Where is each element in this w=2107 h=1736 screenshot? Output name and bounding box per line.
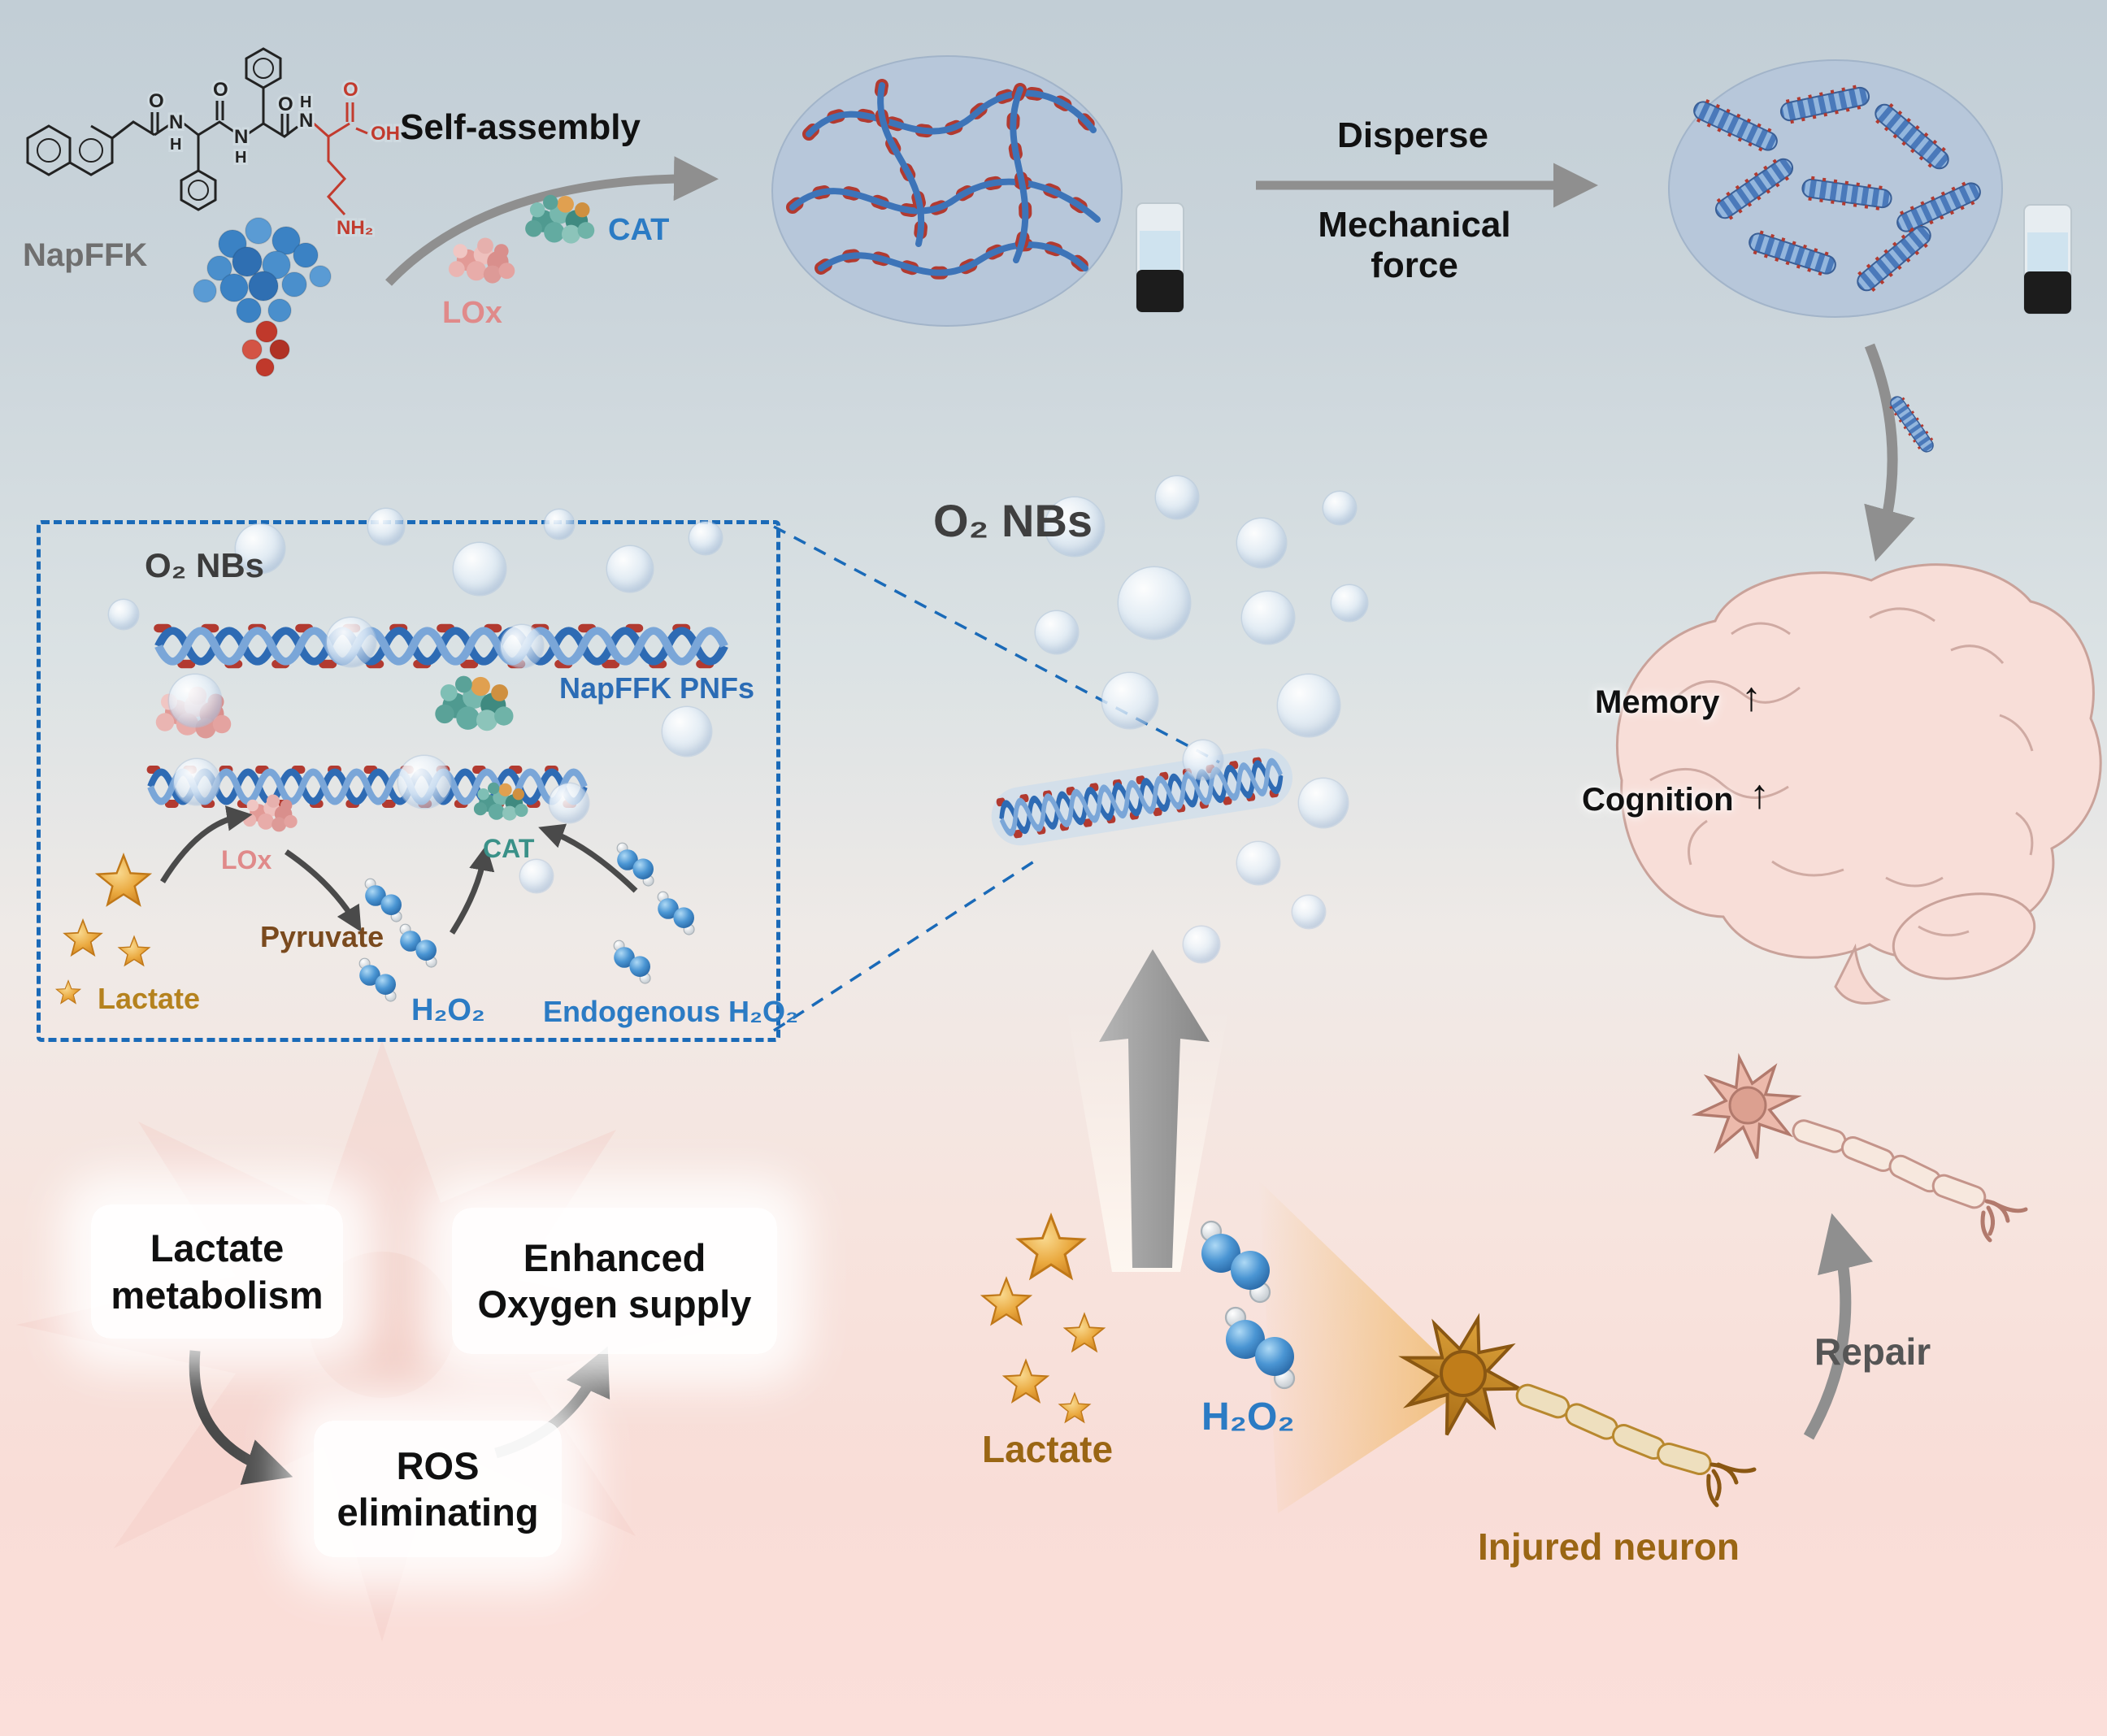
astrocyte-nucleus xyxy=(309,1252,455,1398)
o2-bubble xyxy=(520,860,553,892)
memory-up-arrow-icon: ↑ xyxy=(1741,674,1762,719)
o2-bubble xyxy=(1184,927,1219,962)
lactate-metabolism-box: Lactate metabolism xyxy=(91,1204,343,1339)
atom-h1: H xyxy=(170,136,181,154)
o2-bubble xyxy=(545,510,574,539)
mechanical-force-label: Mechanical force xyxy=(1318,205,1511,285)
o2-bubble xyxy=(454,543,506,595)
o2-bubble xyxy=(1184,740,1223,779)
vial-icon-dispersed xyxy=(2023,204,2072,315)
o2-bubble xyxy=(1278,675,1340,736)
o2-bubble xyxy=(1299,779,1348,827)
atom-n1: N xyxy=(169,111,183,133)
o2-nbs-main-label: O₂ NBs xyxy=(933,495,1093,546)
h2o2-label-box: H₂O₂ xyxy=(411,993,485,1027)
lactate-label-box: Lactate xyxy=(98,982,201,1015)
oxygen-generation-arrow xyxy=(1099,949,1210,1268)
o2-bubble xyxy=(1242,592,1294,644)
lox-label-box: LOx xyxy=(221,845,272,875)
o2-bubble xyxy=(1119,567,1190,639)
o2-nbs-box-label: O₂ NBs xyxy=(145,546,265,584)
napffk-label: NapFFK xyxy=(23,237,148,273)
atom-o4: O xyxy=(343,79,358,101)
cognition-up-arrow-icon: ↑ xyxy=(1749,771,1770,817)
o2-bubble xyxy=(398,756,450,808)
h2o2-label-bottom: H₂O₂ xyxy=(1201,1395,1295,1439)
dispersed-fibers-oval xyxy=(1668,59,2003,318)
atom-h2: H xyxy=(235,149,246,167)
o2-bubble xyxy=(1237,519,1286,567)
atom-o2: O xyxy=(213,79,228,101)
o2-bubble xyxy=(663,707,711,756)
healthy-neuron xyxy=(1687,1048,2028,1243)
light-beam-orange xyxy=(1258,1180,1471,1513)
o2-bubble xyxy=(1102,673,1158,728)
atom-o3: O xyxy=(278,93,293,115)
ros-eliminating-box: ROS eliminating xyxy=(314,1421,562,1557)
single-pnf-fiber xyxy=(991,749,1292,846)
o2-bubble xyxy=(689,522,722,554)
lactate-stars-bottom xyxy=(981,1214,1105,1423)
o2-bubble xyxy=(501,625,543,667)
atom-oh: OH xyxy=(371,123,400,145)
o2-bubble xyxy=(236,524,285,573)
o2-bubble xyxy=(1323,492,1356,524)
enhanced-oxygen-supply-box: Enhanced Oxygen supply xyxy=(452,1208,777,1354)
endogenous-h2o2-label: Endogenous H₂O₂ xyxy=(543,995,798,1028)
napffk-pnfs-label: NapFFK PNFs xyxy=(559,671,755,705)
injured-neuron-label: Injured neuron xyxy=(1478,1526,1740,1568)
lox-enzyme-blob xyxy=(448,237,515,284)
o2-bubble xyxy=(1156,476,1198,519)
to-brain-arrow xyxy=(1864,343,1915,562)
atom-h3: H xyxy=(300,93,311,111)
reaction-arrows xyxy=(160,805,638,935)
cognition-label: Cognition xyxy=(1582,782,1734,818)
chem-atom-labels: O N H O N H O N H O OH NH₂ xyxy=(146,76,402,241)
o2-bubble xyxy=(1292,896,1325,928)
o2-bubble xyxy=(1036,611,1078,653)
o2-bubble xyxy=(607,546,653,592)
o2-bubble xyxy=(109,600,138,629)
o2-bubble xyxy=(550,783,589,822)
o2-bubble xyxy=(169,675,221,727)
atom-nh2: NH₂ xyxy=(337,217,373,239)
lactate-label-bottom: Lactate xyxy=(982,1428,1114,1470)
o2-bubble xyxy=(327,618,376,666)
o2-bubble xyxy=(1332,585,1367,621)
o2-bubble xyxy=(174,759,219,805)
self-assembly-label: Self-assembly xyxy=(400,107,641,147)
injured-neuron-illustration xyxy=(1386,1300,1757,1508)
lox-label-top: LOx xyxy=(442,296,502,330)
napffk-chemical-structure xyxy=(26,47,368,216)
napffk-molecular-model xyxy=(193,217,332,377)
pyruvate-label: Pyruvate xyxy=(260,920,384,953)
nanofiber-network-oval xyxy=(771,55,1123,327)
o2-bubble xyxy=(368,509,404,545)
cat-label-top: CAT xyxy=(608,213,670,247)
atom-o1: O xyxy=(149,90,164,112)
memory-label: Memory xyxy=(1595,684,1720,720)
repair-label: Repair xyxy=(1814,1330,1931,1373)
cat-label-box: CAT xyxy=(483,834,535,863)
atom-n3: N xyxy=(299,110,313,132)
o2-bubble xyxy=(1237,842,1279,884)
repair-arrow xyxy=(1803,1213,1874,1440)
mechanism-zoom-box xyxy=(37,520,780,1042)
o2-bubble xyxy=(1045,497,1104,556)
brain-illustration xyxy=(1615,563,2102,1005)
disperse-label: Disperse xyxy=(1337,115,1488,155)
vial-icon-gel xyxy=(1136,202,1184,313)
self-assembly-arrow xyxy=(385,156,719,286)
atom-n2: N xyxy=(234,126,248,148)
